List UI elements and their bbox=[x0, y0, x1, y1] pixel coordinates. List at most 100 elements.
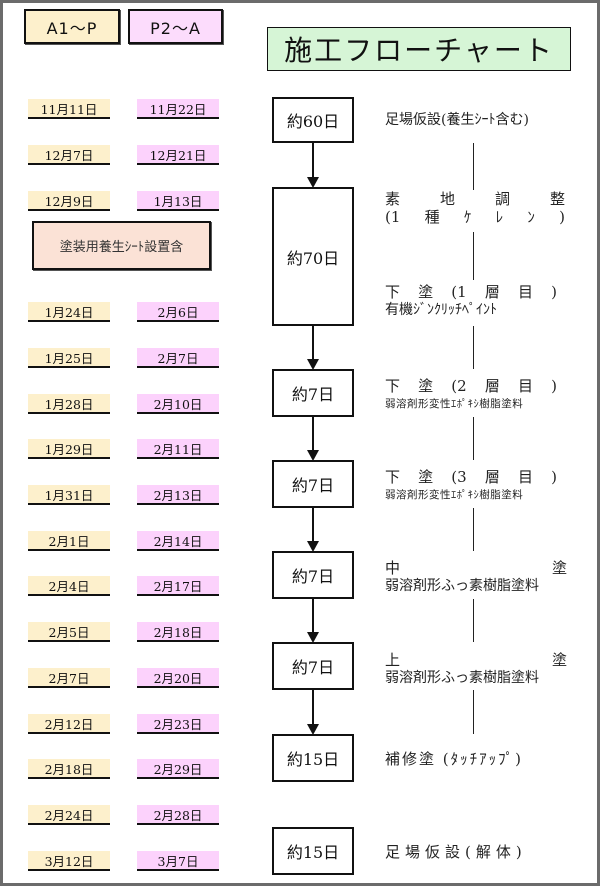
date-a: 11月11日 bbox=[28, 99, 110, 119]
date-a: 12月9日 bbox=[28, 191, 110, 211]
desc-char: 上 bbox=[385, 651, 401, 669]
desc-char: 層 bbox=[484, 283, 500, 301]
date-b: 1月13日 bbox=[137, 191, 219, 211]
date-a: 1月31日 bbox=[28, 485, 110, 505]
desc-line: 弱溶剤形ふっ素樹脂塗料 bbox=[385, 578, 539, 594]
step-box-scaffold: 約60日 bbox=[272, 97, 354, 143]
date-a: 2月18日 bbox=[28, 759, 110, 779]
desc-char: 下 bbox=[385, 468, 401, 486]
connector-line bbox=[312, 417, 314, 450]
date-a: 2月4日 bbox=[28, 576, 110, 596]
desc-char: 目 bbox=[517, 283, 533, 301]
desc-surface-prep: 素 地 調 整 (1 種 ｹ ﾚ ﾝ ) bbox=[385, 190, 565, 226]
date-b: 12月21日 bbox=[137, 145, 219, 165]
date-a: 1月29日 bbox=[28, 439, 110, 459]
guide-line bbox=[473, 599, 474, 642]
desc-char: 下 bbox=[385, 283, 401, 301]
desc-char: (1 bbox=[451, 283, 467, 301]
date-a: 12月7日 bbox=[28, 145, 110, 165]
date-b: 3月7日 bbox=[137, 851, 219, 871]
arrow-down-icon bbox=[307, 177, 319, 188]
desc-line: 上 塗 bbox=[385, 651, 567, 669]
desc-undercoat-3: 下 塗 (3 層 目 ) 弱溶剤形変性ｴﾎﾟｷｼ樹脂塗料 bbox=[385, 468, 557, 504]
date-b: 2月18日 bbox=[137, 622, 219, 642]
desc-line: 弱溶剤形変性ｴﾎﾟｷｼ樹脂塗料 bbox=[385, 398, 524, 410]
desc-char: 塗 bbox=[418, 283, 434, 301]
date-b: 2月11日 bbox=[137, 439, 219, 459]
desc-char: 塗 bbox=[418, 377, 434, 395]
connector-line bbox=[312, 143, 314, 177]
date-a: 2月5日 bbox=[28, 622, 110, 642]
guide-line bbox=[473, 417, 474, 460]
desc-char: ﾚ bbox=[495, 208, 504, 226]
date-a: 2月24日 bbox=[28, 805, 110, 825]
date-b: 2月6日 bbox=[137, 302, 219, 322]
date-b: 11月22日 bbox=[137, 99, 219, 119]
guide-line bbox=[473, 232, 474, 280]
date-a: 3月12日 bbox=[28, 851, 110, 871]
guide-line bbox=[473, 143, 474, 190]
desc-line: 素 地 調 整 bbox=[385, 190, 565, 208]
desc-char: (3 bbox=[451, 468, 467, 486]
step-box-dismantle: 約15日 bbox=[272, 827, 354, 875]
arrow-down-icon bbox=[307, 359, 319, 370]
connector-line bbox=[312, 326, 314, 359]
step-box-prep-undercoat1: 約70日 bbox=[272, 187, 354, 326]
arrow-down-icon bbox=[307, 632, 319, 643]
desc-line: 有機ｼﾞﾝｸﾘｯﾁﾍﾟｲﾝﾄ bbox=[385, 302, 497, 318]
date-b: 2月10日 bbox=[137, 394, 219, 414]
date-a: 2月1日 bbox=[28, 531, 110, 551]
date-a: 1月28日 bbox=[28, 394, 110, 414]
desc-char: 目 bbox=[517, 377, 533, 395]
desc-scaffold: 足場仮設(養生ｼｰﾄ含む) bbox=[385, 111, 569, 129]
arrow-down-icon bbox=[307, 724, 319, 735]
step-box-top-coat: 約7日 bbox=[272, 642, 354, 690]
desc-char: 調 bbox=[494, 190, 510, 208]
desc-touchup: 補修塗 (ﾀｯﾁｱｯﾌﾟ) bbox=[385, 750, 569, 768]
desc-char: 素 bbox=[385, 190, 401, 208]
desc-line: 下 塗 (2 層 目 ) bbox=[385, 377, 557, 395]
guide-line bbox=[473, 508, 474, 551]
desc-undercoat-2: 下 塗 (2 層 目 ) 弱溶剤形変性ｴﾎﾟｷｼ樹脂塗料 bbox=[385, 377, 557, 413]
desc-char: (2 bbox=[451, 377, 467, 395]
desc-char: ﾝ bbox=[527, 208, 535, 226]
desc-line: 下 塗 (3 層 目 ) bbox=[385, 468, 557, 486]
desc-char: 塗 bbox=[551, 651, 567, 669]
desc-char: 目 bbox=[517, 468, 533, 486]
date-a: 1月25日 bbox=[28, 348, 110, 368]
desc-char: 整 bbox=[549, 190, 565, 208]
date-b: 2月23日 bbox=[137, 714, 219, 734]
date-b: 2月20日 bbox=[137, 668, 219, 688]
guide-line bbox=[473, 326, 474, 369]
desc-char: 地 bbox=[439, 190, 455, 208]
date-a: 2月12日 bbox=[28, 714, 110, 734]
desc-dismantle: 足場仮設(解体) bbox=[385, 843, 569, 861]
desc-char: ｹ bbox=[463, 208, 472, 226]
desc-char: 中 bbox=[385, 559, 401, 577]
desc-line: 弱溶剤形ふっ素樹脂塗料 bbox=[385, 670, 539, 686]
desc-char: 種 bbox=[424, 208, 440, 226]
desc-undercoat-1: 下 塗 (1 層 目 ) 有機ｼﾞﾝｸﾘｯﾁﾍﾟｲﾝﾄ bbox=[385, 283, 557, 319]
desc-text: 補修塗 (ﾀｯﾁｱｯﾌﾟ) bbox=[385, 750, 523, 768]
desc-line: 弱溶剤形変性ｴﾎﾟｷｼ樹脂塗料 bbox=[385, 489, 524, 501]
desc-line: (1 種 ｹ ﾚ ﾝ ) bbox=[385, 208, 565, 226]
date-b: 2月13日 bbox=[137, 485, 219, 505]
desc-top-coat: 上 塗 弱溶剤形ふっ素樹脂塗料 bbox=[385, 651, 567, 687]
desc-char: ) bbox=[559, 208, 565, 226]
desc-char: ) bbox=[551, 468, 557, 486]
connector-line bbox=[312, 690, 314, 724]
desc-char: 下 bbox=[385, 377, 401, 395]
column-header-a1-p: A1～P bbox=[24, 9, 120, 44]
step-box-undercoat3: 約7日 bbox=[272, 460, 354, 508]
date-b: 2月14日 bbox=[137, 531, 219, 551]
desc-char: 層 bbox=[484, 377, 500, 395]
date-b: 2月28日 bbox=[137, 805, 219, 825]
arrow-down-icon bbox=[307, 541, 319, 552]
desc-char: ) bbox=[551, 377, 557, 395]
flowchart-title: 施工フローチャート bbox=[267, 27, 571, 71]
desc-text: 足場仮設(解体) bbox=[385, 843, 527, 861]
date-b: 2月29日 bbox=[137, 759, 219, 779]
date-b: 2月17日 bbox=[137, 576, 219, 596]
protective-sheet-note: 塗装用養生ｼｰﾄ設置含 bbox=[32, 221, 211, 270]
